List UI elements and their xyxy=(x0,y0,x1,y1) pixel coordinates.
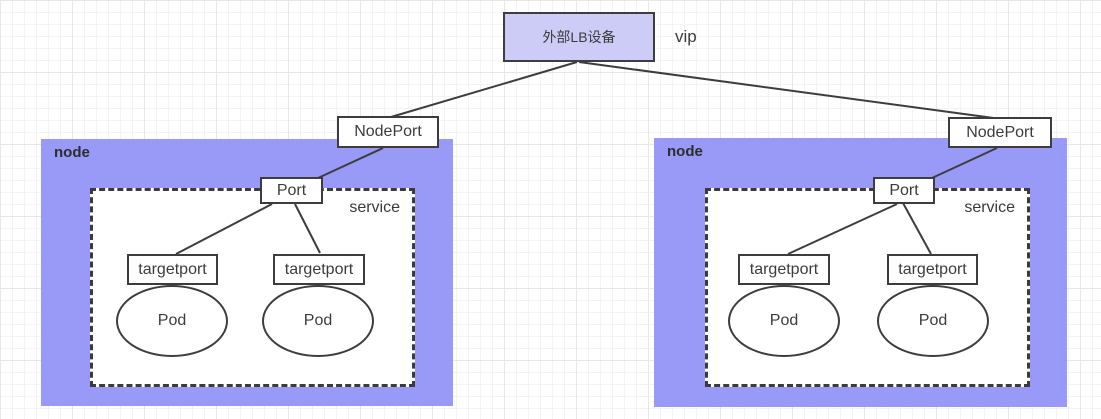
edge-nodeport-to-port-left xyxy=(317,147,384,179)
edge-port-to-targetport-right-2 xyxy=(902,202,932,255)
targetport-box-right-1: targetport xyxy=(738,254,830,285)
port-box-left: Port xyxy=(260,177,323,204)
service-label: service xyxy=(349,199,400,216)
pod-ellipse-left-1: Pod xyxy=(116,285,228,357)
nodeport-box-left: NodePort xyxy=(337,116,439,148)
service-box-left: service xyxy=(90,188,415,387)
targetport-box-left-1: targetport xyxy=(127,254,218,285)
edge-nodeport-to-port-right xyxy=(931,147,998,179)
edge-lb-to-nodeport-left xyxy=(390,61,578,118)
edge-port-to-targetport-right-1 xyxy=(787,203,898,255)
edge-port-to-targetport-left-1 xyxy=(175,203,273,255)
targetport-box-right-2: targetport xyxy=(887,254,978,285)
node-label: node xyxy=(54,144,90,161)
nodeport-box-right: NodePort xyxy=(948,117,1052,148)
node-label: node xyxy=(667,143,703,160)
pod-ellipse-left-2: Pod xyxy=(262,285,374,357)
port-box-right: Port xyxy=(873,177,935,204)
pod-ellipse-right-2: Pod xyxy=(877,285,989,357)
edge-lb-to-nodeport-right xyxy=(578,61,1002,120)
vip-label: vip xyxy=(675,27,697,46)
targetport-box-left-2: targetport xyxy=(273,254,365,285)
service-label: service xyxy=(964,199,1015,216)
pod-ellipse-right-1: Pod xyxy=(728,285,840,357)
edge-port-to-targetport-left-2 xyxy=(294,203,321,254)
external-lb-node: 外部LB设备 xyxy=(503,12,655,62)
